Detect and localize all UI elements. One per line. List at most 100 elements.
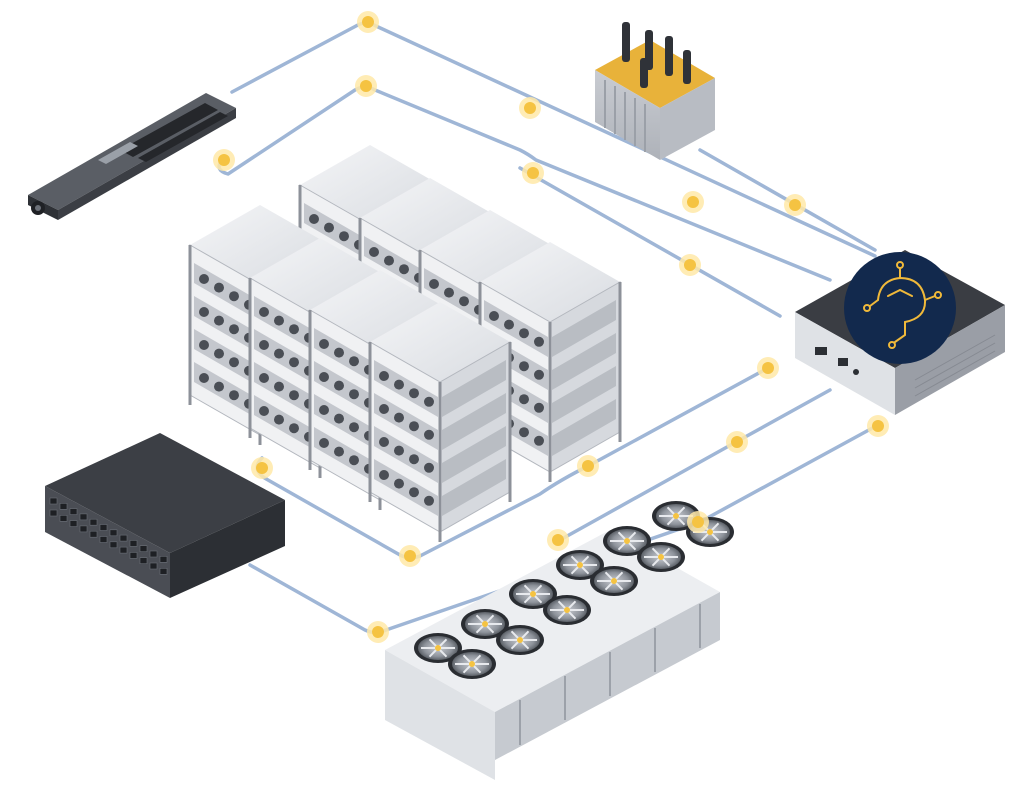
ethernet-port-icon	[129, 552, 138, 559]
connection-node	[399, 545, 421, 567]
ethernet-port-icon	[109, 529, 118, 537]
miner-fan-icon	[334, 347, 344, 358]
miner-fan-icon	[394, 478, 404, 489]
connection-node	[867, 415, 889, 437]
cooling-fan-icon	[556, 550, 604, 580]
miner-fan-icon	[274, 348, 284, 359]
power-distribution-unit	[28, 93, 236, 220]
connection-node	[522, 162, 544, 184]
miner-fan-icon	[394, 379, 404, 390]
ethernet-port-icon	[79, 513, 88, 521]
miner-fan-icon	[259, 373, 269, 383]
pdu-display	[98, 142, 138, 164]
miner-fan-icon	[274, 381, 284, 392]
ethernet-port-icon	[79, 525, 88, 533]
miner-fan-icon	[214, 348, 224, 359]
ethernet-port-icon	[99, 536, 108, 543]
miner-fan-icon	[199, 274, 209, 284]
miner-fan-icon	[229, 390, 239, 401]
cooling-fan-icon	[496, 625, 544, 655]
ethernet-port-icon	[159, 555, 168, 563]
miner-fan-icon	[534, 369, 544, 380]
miner-fan-icon	[534, 435, 544, 446]
ethernet-port-icon	[149, 562, 158, 570]
miner-fan-icon	[379, 470, 389, 480]
miner-fan-icon	[214, 315, 224, 326]
ethernet-port-icon	[49, 509, 58, 517]
cooling-fan-icon	[603, 526, 651, 556]
miner-fan-icon	[214, 381, 224, 392]
ethernet-port-icon	[119, 534, 128, 542]
controller-vent	[914, 334, 996, 397]
miner-fan-icon	[289, 357, 299, 368]
ethernet-port-icon	[159, 567, 168, 575]
cooling-fan-icon	[414, 633, 462, 663]
transformer	[595, 22, 715, 160]
miner-fan-icon	[424, 396, 434, 407]
miner-fan-icon	[519, 394, 529, 405]
miner-fan-icon	[379, 371, 389, 381]
miner-fan-icon	[409, 421, 419, 432]
mining-rig-racks	[188, 145, 622, 542]
miner-fan-icon	[489, 311, 499, 321]
cooling-fan-icon	[448, 649, 496, 679]
transformer-bushings	[622, 22, 691, 88]
ethernet-port-icon	[119, 546, 128, 554]
ethernet-port-icon	[89, 518, 98, 526]
miner-fan-icon	[459, 296, 469, 307]
ethernet-port-icon	[69, 520, 78, 527]
miner-fan-icon	[534, 402, 544, 413]
connection-node	[784, 194, 806, 216]
pdu-outlets	[120, 103, 228, 162]
miner-fan-icon	[384, 255, 394, 266]
cooling-fan-icon	[543, 595, 591, 625]
cooling-fan-icon	[509, 579, 557, 609]
miner-fan-icon	[274, 414, 284, 425]
miner-fan-icon	[424, 495, 434, 506]
connection-node	[682, 191, 704, 213]
cooling-fan-icon	[590, 566, 638, 596]
miner-fan-icon	[369, 247, 379, 257]
ethernet-port-icon	[149, 550, 158, 558]
miner-fan-icon	[379, 404, 389, 414]
miner-fan-icon	[534, 336, 544, 347]
miner-fan-icon	[229, 291, 239, 302]
ethernet-port-icon	[59, 514, 68, 522]
miner-fan-icon	[349, 356, 359, 367]
ethernet-port-icon	[129, 540, 138, 547]
connection-node	[547, 529, 569, 551]
connection-node	[251, 457, 273, 479]
connection-node	[679, 254, 701, 276]
miner-fan-icon	[319, 372, 329, 382]
connection-node	[367, 621, 389, 643]
connection-node	[757, 357, 779, 379]
miner-fan-icon	[444, 287, 454, 298]
miner-fan-icon	[334, 446, 344, 457]
miner-fan-icon	[519, 427, 529, 438]
ethernet-port-icon	[89, 530, 98, 538]
ethernet-port-icon	[139, 557, 148, 565]
miner-fan-icon	[199, 307, 209, 317]
miner-fan-icon	[199, 340, 209, 350]
miner-fan-icon	[309, 214, 319, 224]
ethernet-port-icon	[49, 497, 58, 505]
miner-fan-icon	[424, 429, 434, 440]
switch-ports	[49, 497, 168, 575]
miner-fan-icon	[319, 339, 329, 349]
cooler-supports	[519, 604, 701, 745]
cooler-fans	[414, 501, 734, 679]
miner-fan-icon	[409, 454, 419, 465]
connection-node	[577, 455, 599, 477]
miner-fan-icon	[429, 279, 439, 289]
miner-fan-icon	[349, 389, 359, 400]
miner-fan-icon	[394, 445, 404, 456]
miner-fan-icon	[334, 380, 344, 391]
miner-fan-icon	[504, 319, 514, 330]
miner-fan-icon	[199, 373, 209, 383]
connection-node	[687, 511, 709, 533]
ethernet-port-icon	[109, 541, 118, 549]
ethernet-port-icon	[59, 502, 68, 510]
controller	[795, 250, 1005, 415]
